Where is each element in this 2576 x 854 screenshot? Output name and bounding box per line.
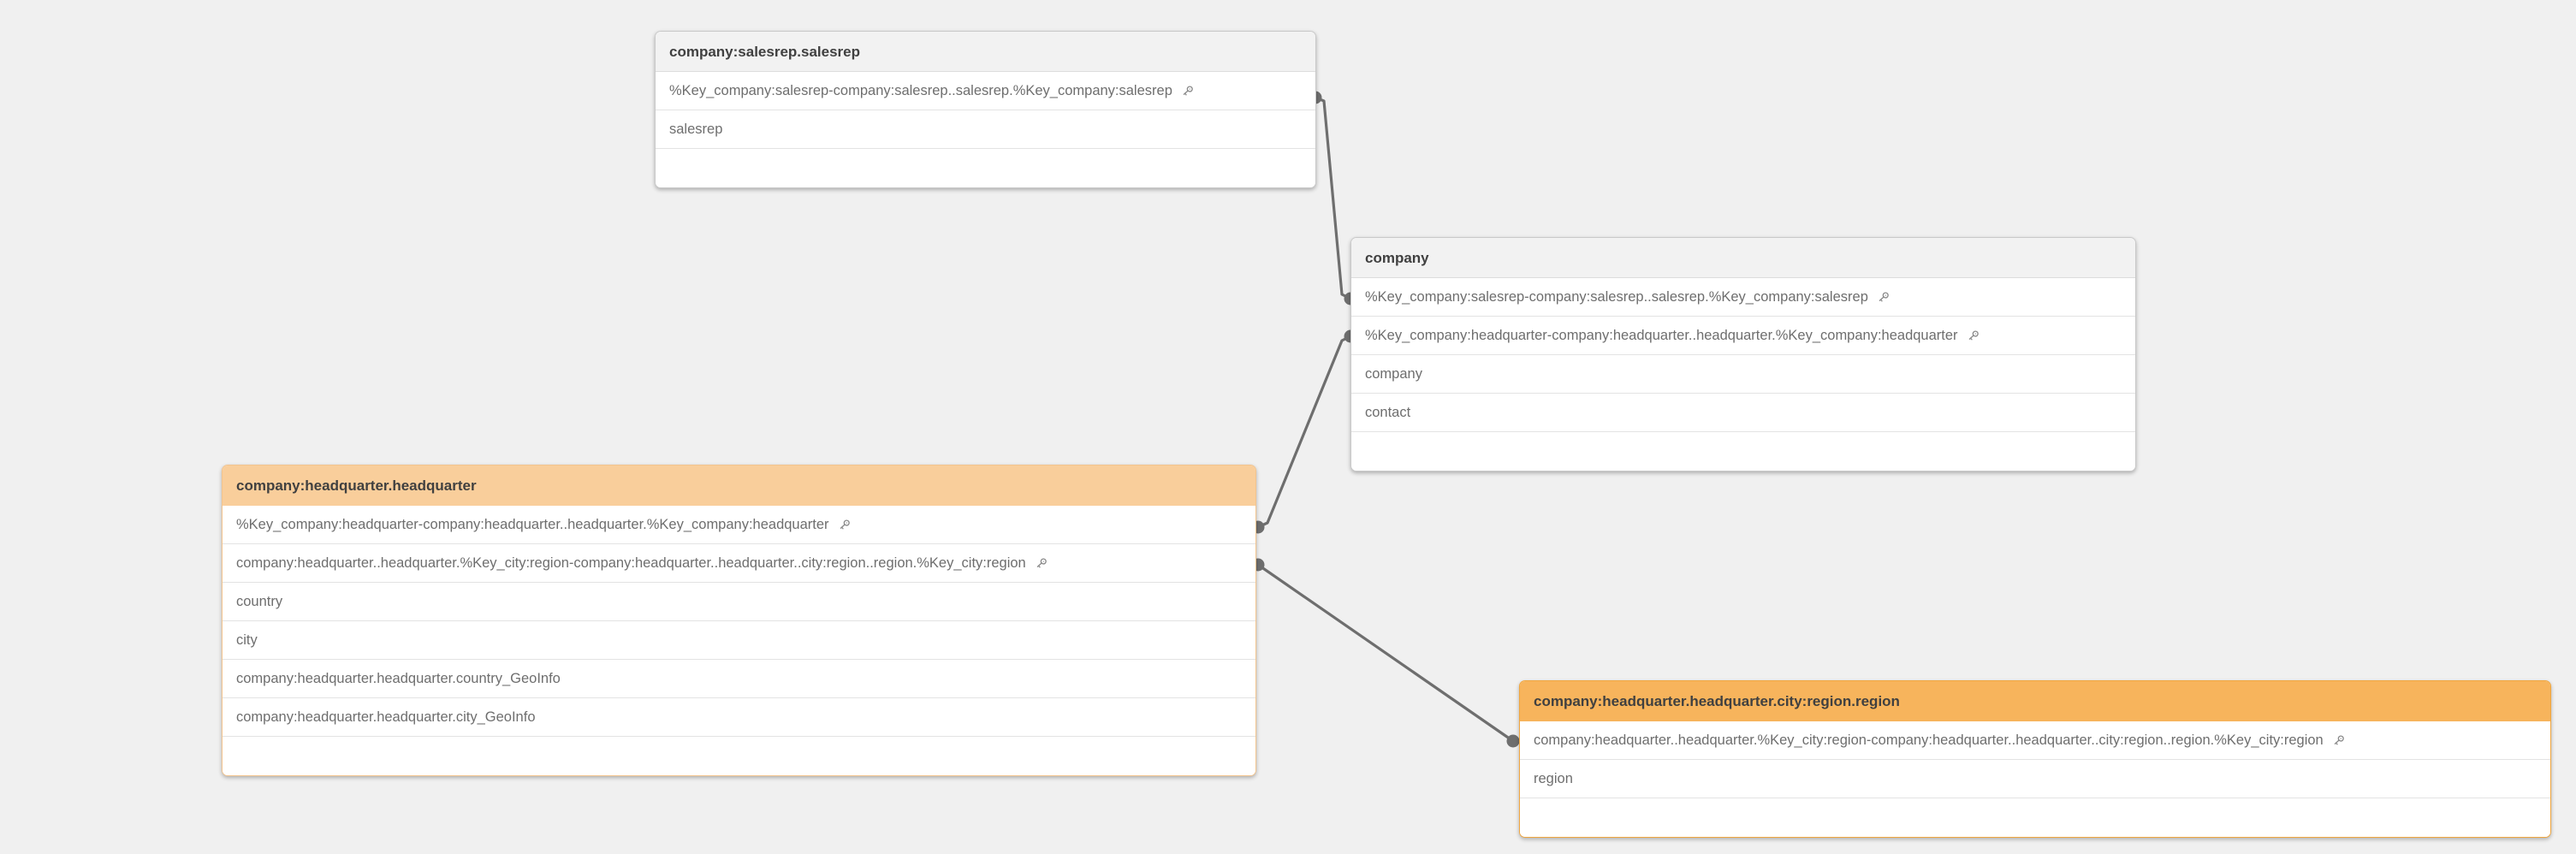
field-label: country [236, 593, 283, 609]
table-row-empty [223, 737, 1255, 775]
key-icon [1180, 84, 1195, 98]
table-row[interactable]: %Key_company:salesrep-company:salesrep..… [656, 72, 1315, 110]
table-row[interactable]: city [223, 621, 1255, 660]
table-row-empty [1520, 798, 2550, 837]
table-row[interactable]: company:headquarter.headquarter.country_… [223, 660, 1255, 698]
field-label: company:headquarter..headquarter.%Key_ci… [1534, 732, 2324, 748]
field-label: %Key_company:headquarter-company:headqua… [236, 516, 829, 532]
table-title-salesrep: company:salesrep.salesrep [656, 32, 1315, 72]
key-icon [1966, 329, 1980, 343]
table-row-empty [656, 149, 1315, 187]
table-card-region[interactable]: company:headquarter.headquarter.city:reg… [1519, 680, 2551, 838]
field-label: region [1534, 770, 1573, 786]
table-title-headquarter: company:headquarter.headquarter [223, 466, 1255, 506]
table-card-headquarter[interactable]: company:headquarter.headquarter %Key_com… [222, 465, 1256, 776]
table-title-region: company:headquarter.headquarter.city:reg… [1520, 681, 2550, 721]
table-row[interactable]: %Key_company:headquarter-company:headqua… [1351, 317, 2135, 355]
table-row[interactable]: %Key_company:salesrep-company:salesrep..… [1351, 278, 2135, 317]
field-label: contact [1365, 404, 1411, 420]
field-label: company:headquarter..headquarter.%Key_ci… [236, 555, 1026, 571]
table-row[interactable]: salesrep [656, 110, 1315, 149]
table-row[interactable]: region [1520, 760, 2550, 798]
field-label: city [236, 632, 258, 648]
table-title-company: company [1351, 238, 2135, 278]
link-headquarter-to-region [1251, 558, 1520, 748]
table-row[interactable]: country [223, 583, 1255, 621]
table-row[interactable]: company [1351, 355, 2135, 394]
table-row[interactable]: contact [1351, 394, 2135, 432]
key-icon [1876, 290, 1890, 305]
table-row[interactable]: company:headquarter.headquarter.city_Geo… [223, 698, 1255, 737]
table-row[interactable]: company:headquarter..headquarter.%Key_ci… [1520, 721, 2550, 760]
table-row-empty [1351, 432, 2135, 471]
table-row[interactable]: company:headquarter..headquarter.%Key_ci… [223, 544, 1255, 583]
key-icon [2331, 733, 2346, 748]
field-label: company [1365, 365, 1422, 382]
field-label: %Key_company:headquarter-company:headqua… [1365, 327, 1958, 343]
table-row[interactable]: %Key_company:headquarter-company:headqua… [223, 506, 1255, 544]
key-icon [837, 518, 852, 532]
field-label: %Key_company:salesrep-company:salesrep..… [669, 82, 1172, 98]
link-headquarter-to-company [1251, 329, 1357, 534]
field-label: salesrep [669, 121, 723, 137]
table-card-company[interactable]: company %Key_company:salesrep-company:sa… [1350, 237, 2136, 471]
key-icon [1034, 556, 1048, 571]
field-label: company:headquarter.headquarter.city_Geo… [236, 709, 536, 725]
field-label: %Key_company:salesrep-company:salesrep..… [1365, 288, 1868, 305]
field-label: company:headquarter.headquarter.country_… [236, 670, 561, 686]
table-card-salesrep[interactable]: company:salesrep.salesrep %Key_company:s… [655, 31, 1316, 188]
